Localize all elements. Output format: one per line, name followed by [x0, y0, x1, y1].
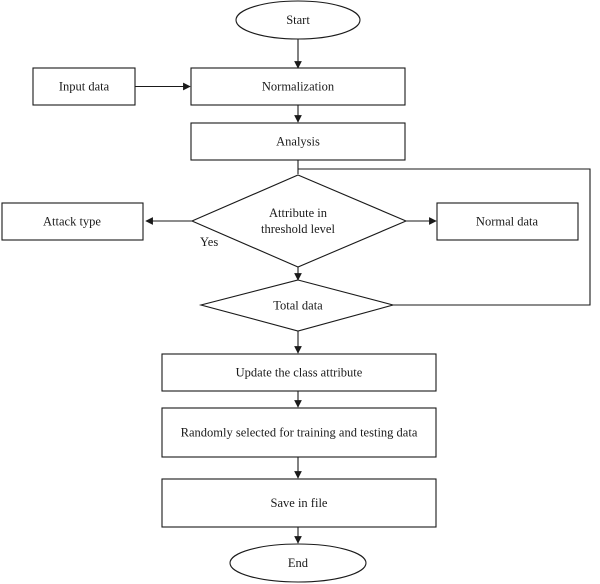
normalization-label: Normalization [262, 80, 335, 94]
yes-label: Yes [200, 235, 218, 249]
decision-node: Attribute in threshold level [190, 174, 408, 268]
total-data-node: Total data [198, 279, 396, 332]
decision-label-line2: threshold level [261, 222, 335, 236]
decision-label-line1: Attribute in [269, 206, 328, 220]
random-select-label: Randomly selected for training and testi… [181, 426, 418, 440]
update-class-label: Update the class attribute [236, 366, 363, 380]
attack-type-node: Attack type [1, 202, 144, 241]
update-class-node: Update the class attribute [161, 353, 437, 392]
end-node: End [229, 543, 367, 583]
end-label: End [288, 556, 309, 570]
start-node: Start [235, 0, 361, 40]
save-file-label: Save in file [271, 496, 328, 510]
input-data-label: Input data [59, 80, 110, 94]
save-file-node: Save in file [161, 478, 437, 528]
edge-total-loop [298, 168, 591, 306]
random-select-node: Randomly selected for training and testi… [161, 407, 437, 458]
normal-data-label: Normal data [476, 215, 539, 229]
input-data-node: Input data [32, 67, 136, 106]
normalization-node: Normalization [190, 67, 406, 106]
analysis-label: Analysis [276, 135, 320, 149]
start-label: Start [286, 13, 310, 27]
total-data-label: Total data [273, 299, 323, 313]
normal-data-node: Normal data [436, 202, 579, 241]
attack-type-label: Attack type [43, 215, 101, 229]
analysis-node: Analysis [190, 122, 406, 161]
